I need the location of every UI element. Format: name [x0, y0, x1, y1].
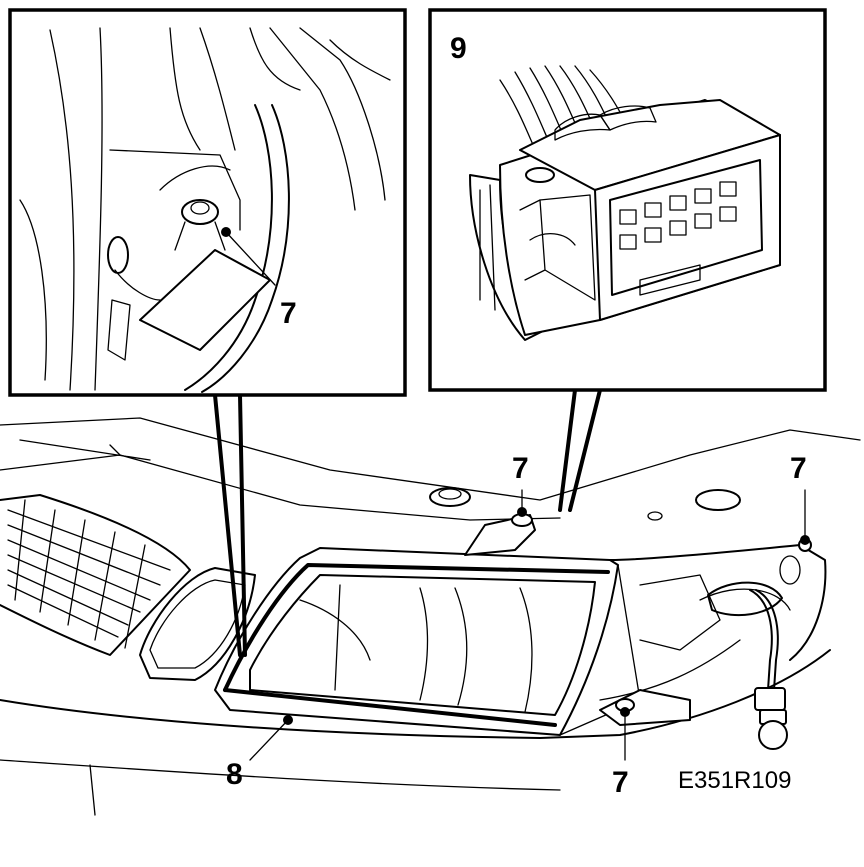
- inset-leaders: [213, 388, 602, 657]
- inset-left-fastener-detail: [8, 8, 407, 397]
- front-grille: [0, 494, 191, 656]
- headlamp-unit: [214, 487, 827, 750]
- callout-label-bottom-7: 7: [612, 766, 629, 799]
- callout-label-inset-left-7: 7: [280, 297, 297, 330]
- callout-label-top-right-7: 7: [790, 452, 807, 485]
- callout-label-seal-8: 8: [226, 758, 243, 791]
- callout-markers: [249, 489, 810, 761]
- callout-label-inset-right-9: 9: [450, 32, 467, 65]
- figure-code: E351R109: [678, 767, 791, 794]
- callout-label-top-center-7: 7: [512, 452, 529, 485]
- terminal-cavities: [619, 181, 737, 250]
- inset-right-connector-detail: [428, 8, 827, 392]
